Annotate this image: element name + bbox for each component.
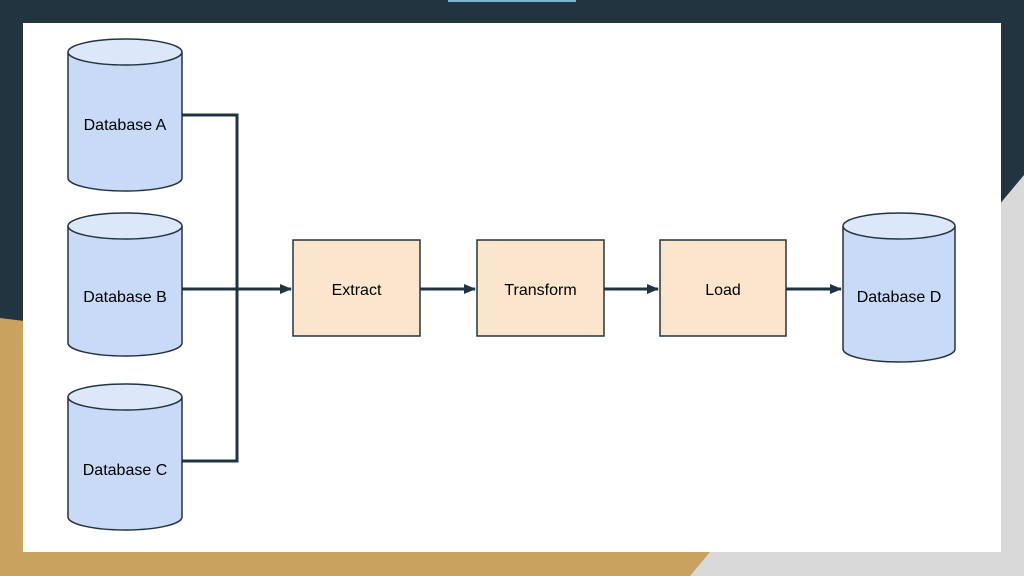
database-d-top xyxy=(842,212,956,240)
etl-flow-diagram: Database A Database B Database C Extract… xyxy=(67,38,956,531)
database-c-top xyxy=(67,383,183,411)
extract-label: Extract xyxy=(332,282,382,299)
database-d-label: Database D xyxy=(857,289,942,306)
database-c: Database C xyxy=(67,383,183,531)
database-c-label: Database C xyxy=(83,462,168,479)
database-a-label: Database A xyxy=(84,117,167,134)
database-b: Database B xyxy=(67,212,183,357)
extract-box xyxy=(292,239,421,337)
diagram-canvas: Database A Database B Database C Extract… xyxy=(23,23,1001,552)
database-d: Database D xyxy=(842,212,956,363)
transform-label: Transform xyxy=(504,282,576,299)
database-b-label: Database B xyxy=(83,289,167,306)
database-b-body xyxy=(67,226,183,357)
connector-database-a xyxy=(182,113,239,289)
database-c-body xyxy=(67,397,183,531)
load-label: Load xyxy=(705,282,741,299)
database-a-top xyxy=(67,38,183,66)
top-accent-bar xyxy=(448,0,576,2)
connector-database-c xyxy=(182,289,239,463)
load-box xyxy=(659,239,787,337)
transform-step: Transform xyxy=(476,239,605,337)
database-d-body xyxy=(842,226,956,363)
transform-box xyxy=(476,239,605,337)
load-step: Load xyxy=(659,239,787,337)
database-a-body xyxy=(67,52,183,192)
connectors xyxy=(182,113,842,463)
database-b-top xyxy=(67,212,183,240)
database-a: Database A xyxy=(67,38,183,192)
extract-step: Extract xyxy=(292,239,421,337)
